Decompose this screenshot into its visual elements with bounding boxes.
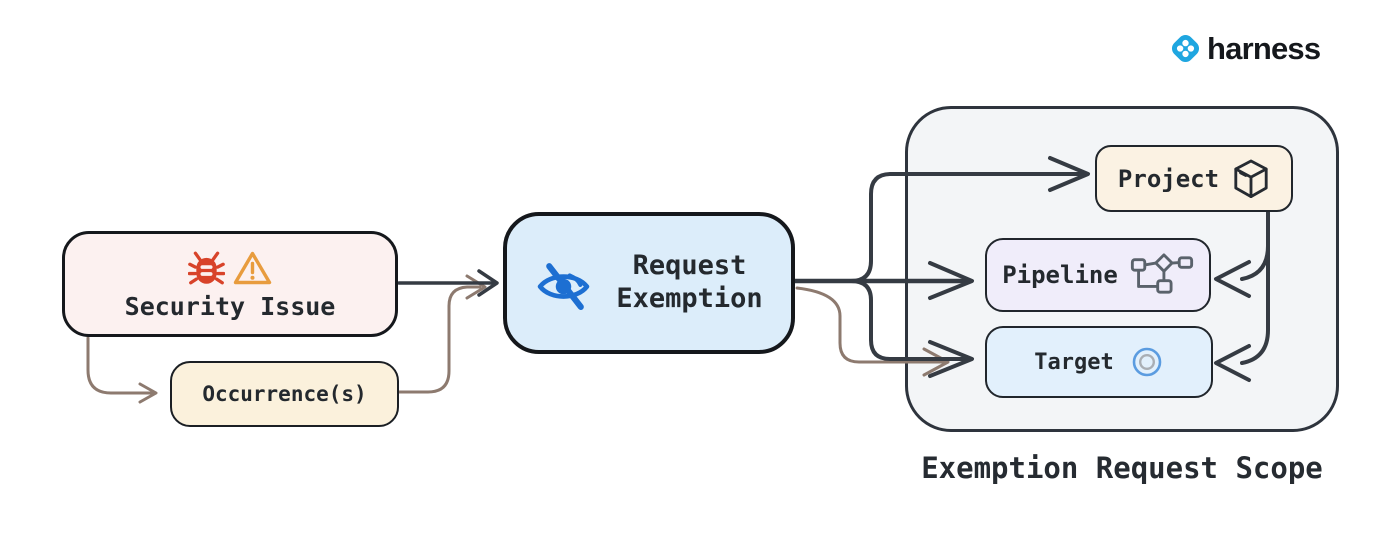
request-exemption-line2: Exemption — [616, 283, 763, 314]
target-label: Target — [1034, 349, 1114, 375]
package-icon — [1234, 159, 1268, 198]
node-security-issue: Security Issue — [62, 231, 398, 337]
arrowhead — [465, 274, 487, 300]
occurrences-label: Occurrence(s) — [202, 382, 367, 406]
node-target: Target — [985, 326, 1213, 398]
harness-logo: harness — [1167, 30, 1321, 67]
warning-icon — [233, 251, 271, 285]
harness-brand-text: harness — [1207, 30, 1321, 66]
eye-off-icon — [538, 262, 590, 310]
request-exemption-label: Request Exemption — [616, 250, 762, 316]
harness-logo-icon — [1171, 34, 1200, 63]
project-label: Project — [1117, 164, 1220, 193]
node-occurrences: Occurrence(s) — [170, 361, 399, 427]
bug-icon — [187, 251, 225, 285]
node-project: Project — [1095, 145, 1293, 212]
request-exemption-line1: Request — [632, 250, 747, 282]
arrowhead — [477, 269, 499, 297]
edge-occurrences-to-request — [397, 285, 482, 394]
pipeline-label: Pipeline — [1002, 261, 1118, 289]
security-issue-label: Security Issue — [124, 292, 336, 321]
edge-security-to-occurrences — [86, 336, 154, 395]
node-request-exemption: Request Exemption — [503, 212, 795, 354]
arrowhead — [138, 382, 158, 404]
node-pipeline: Pipeline — [985, 238, 1211, 312]
scope-title: Exemption Request Scope — [921, 451, 1323, 485]
pipeline-graph-icon — [1130, 253, 1193, 294]
security-issue-icons — [187, 247, 273, 289]
target-icon — [1132, 347, 1162, 377]
